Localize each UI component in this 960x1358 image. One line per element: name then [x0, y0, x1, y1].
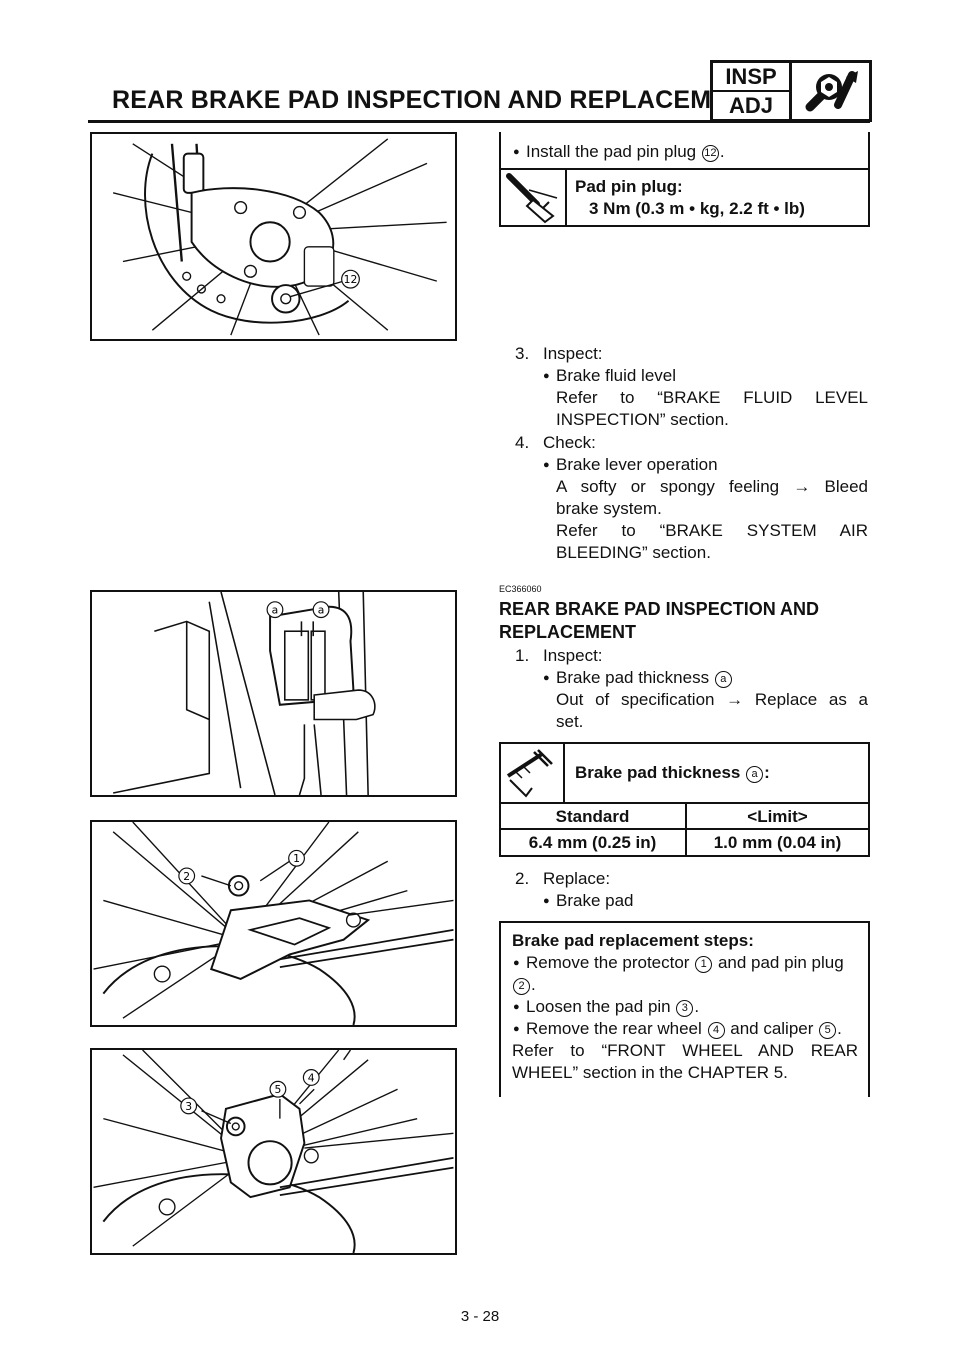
callout-4: 4 [308, 1071, 315, 1084]
step-4-title: Check: [543, 433, 596, 452]
step-3-ref-line1: Refer to “BRAKE FLUID LEVEL [556, 388, 868, 407]
spec-box [499, 742, 870, 857]
wrench-icon [792, 63, 869, 119]
step-3-bullet: Brake fluid level [543, 365, 676, 387]
step-4-line4: BLEEDING” section. [556, 543, 711, 562]
step-4-bullet: Brake lever operation [543, 454, 718, 476]
section-badge: INSP ADJ [710, 60, 872, 122]
callout-3: 3 [185, 1100, 192, 1113]
ref-2: 2 [513, 978, 530, 995]
caliper-gauge-icon [504, 748, 558, 798]
step-1-title: Inspect: [543, 646, 603, 665]
callout-2: 2 [183, 870, 190, 883]
callout-5: 5 [274, 1083, 281, 1096]
figure-protector-removal: 2 1 [90, 820, 457, 1027]
replacement-step-2: Loosen the pad pin 3. [513, 996, 699, 1018]
page-title: REAR BRAKE PAD INSPECTION AND REPLACEMEN… [112, 86, 762, 114]
ref-a: a [714, 671, 732, 688]
spec-value-limit: 1.0 mm (0.04 in) [713, 833, 842, 852]
replacement-step-3-ref2: WHEEL” section in the CHAPTER 5. [512, 1063, 788, 1082]
badge-text: INSP ADJ [713, 63, 792, 119]
step-2-number: 2. [515, 869, 530, 888]
step-4-line1: A softy or spongy feeling → Bleed [556, 477, 868, 496]
step-2-bullet: Brake pad [543, 890, 633, 912]
badge-bottom-label: ADJ [728, 92, 773, 118]
step-3-ref-line2: INSPECTION” section. [556, 410, 729, 429]
spec-title: Brake pad thickness a: [575, 763, 770, 783]
torque-label: Pad pin plug: [575, 177, 683, 196]
torque-wrench-icon [505, 172, 561, 224]
section-title-line1: REAR BRAKE PAD INSPECTION AND [499, 599, 820, 619]
spec-header-limit: <Limit> [747, 807, 808, 826]
step-1-bullet: Brake pad thickness a [543, 667, 733, 689]
figure-pad-thickness: a a [90, 590, 457, 797]
badge-top-label: INSP [713, 63, 789, 92]
ref-5: 5 [819, 1022, 837, 1039]
section-code: EC366060 [499, 584, 542, 594]
step-4-line2: brake system. [556, 499, 662, 518]
header-rule [88, 120, 870, 123]
step-1-number: 1. [515, 646, 530, 665]
step-3-title: Inspect: [543, 344, 603, 363]
replacement-step-1: Remove the protector 1 and pad pin plug [513, 952, 844, 974]
replacement-step-3-ref1: Refer to “FRONT WHEEL AND REAR [512, 1041, 858, 1060]
ref-12: 12 [701, 145, 719, 162]
callout-a-right: a [318, 604, 325, 617]
step-3-number: 3. [515, 344, 530, 363]
spec-value-standard: 6.4 mm (0.25 in) [528, 833, 657, 852]
replacement-step-3: Remove the rear wheel 4 and caliper 5. [513, 1018, 842, 1040]
step-1-line1: Out of specification → Replace as a [556, 690, 868, 709]
replacement-title: Brake pad replacement steps: [512, 931, 754, 950]
figure-caliper-removal: 3 5 4 [90, 1048, 457, 1255]
callout-12: 12 [344, 273, 358, 286]
page-number: 3 - 28 [460, 1308, 500, 1325]
section-title-line2: REPLACEMENT [499, 622, 637, 642]
ref-4: 4 [707, 1022, 725, 1039]
step-4-line3: Refer to “BRAKE SYSTEM AIR [556, 521, 868, 540]
step-2-title: Replace: [543, 869, 611, 888]
callout-a-left: a [272, 604, 279, 617]
pad-pin-instruction: Install the pad pin plug 12. [513, 141, 725, 163]
torque-value: 3 Nm (0.3 m • kg, 2.2 ft • lb) [589, 199, 805, 218]
step-4-number: 4. [515, 433, 530, 452]
callout-1: 1 [293, 852, 300, 865]
step-1-line2: set. [556, 712, 584, 731]
figure-pad-pin-plug: 12 [90, 132, 457, 341]
spec-ref-a: a [746, 766, 764, 783]
spec-header-standard: Standard [555, 807, 630, 826]
replacement-step-1-cont: 2. [512, 974, 536, 996]
ref-1: 1 [695, 956, 713, 973]
ref-3: 3 [676, 1000, 694, 1017]
